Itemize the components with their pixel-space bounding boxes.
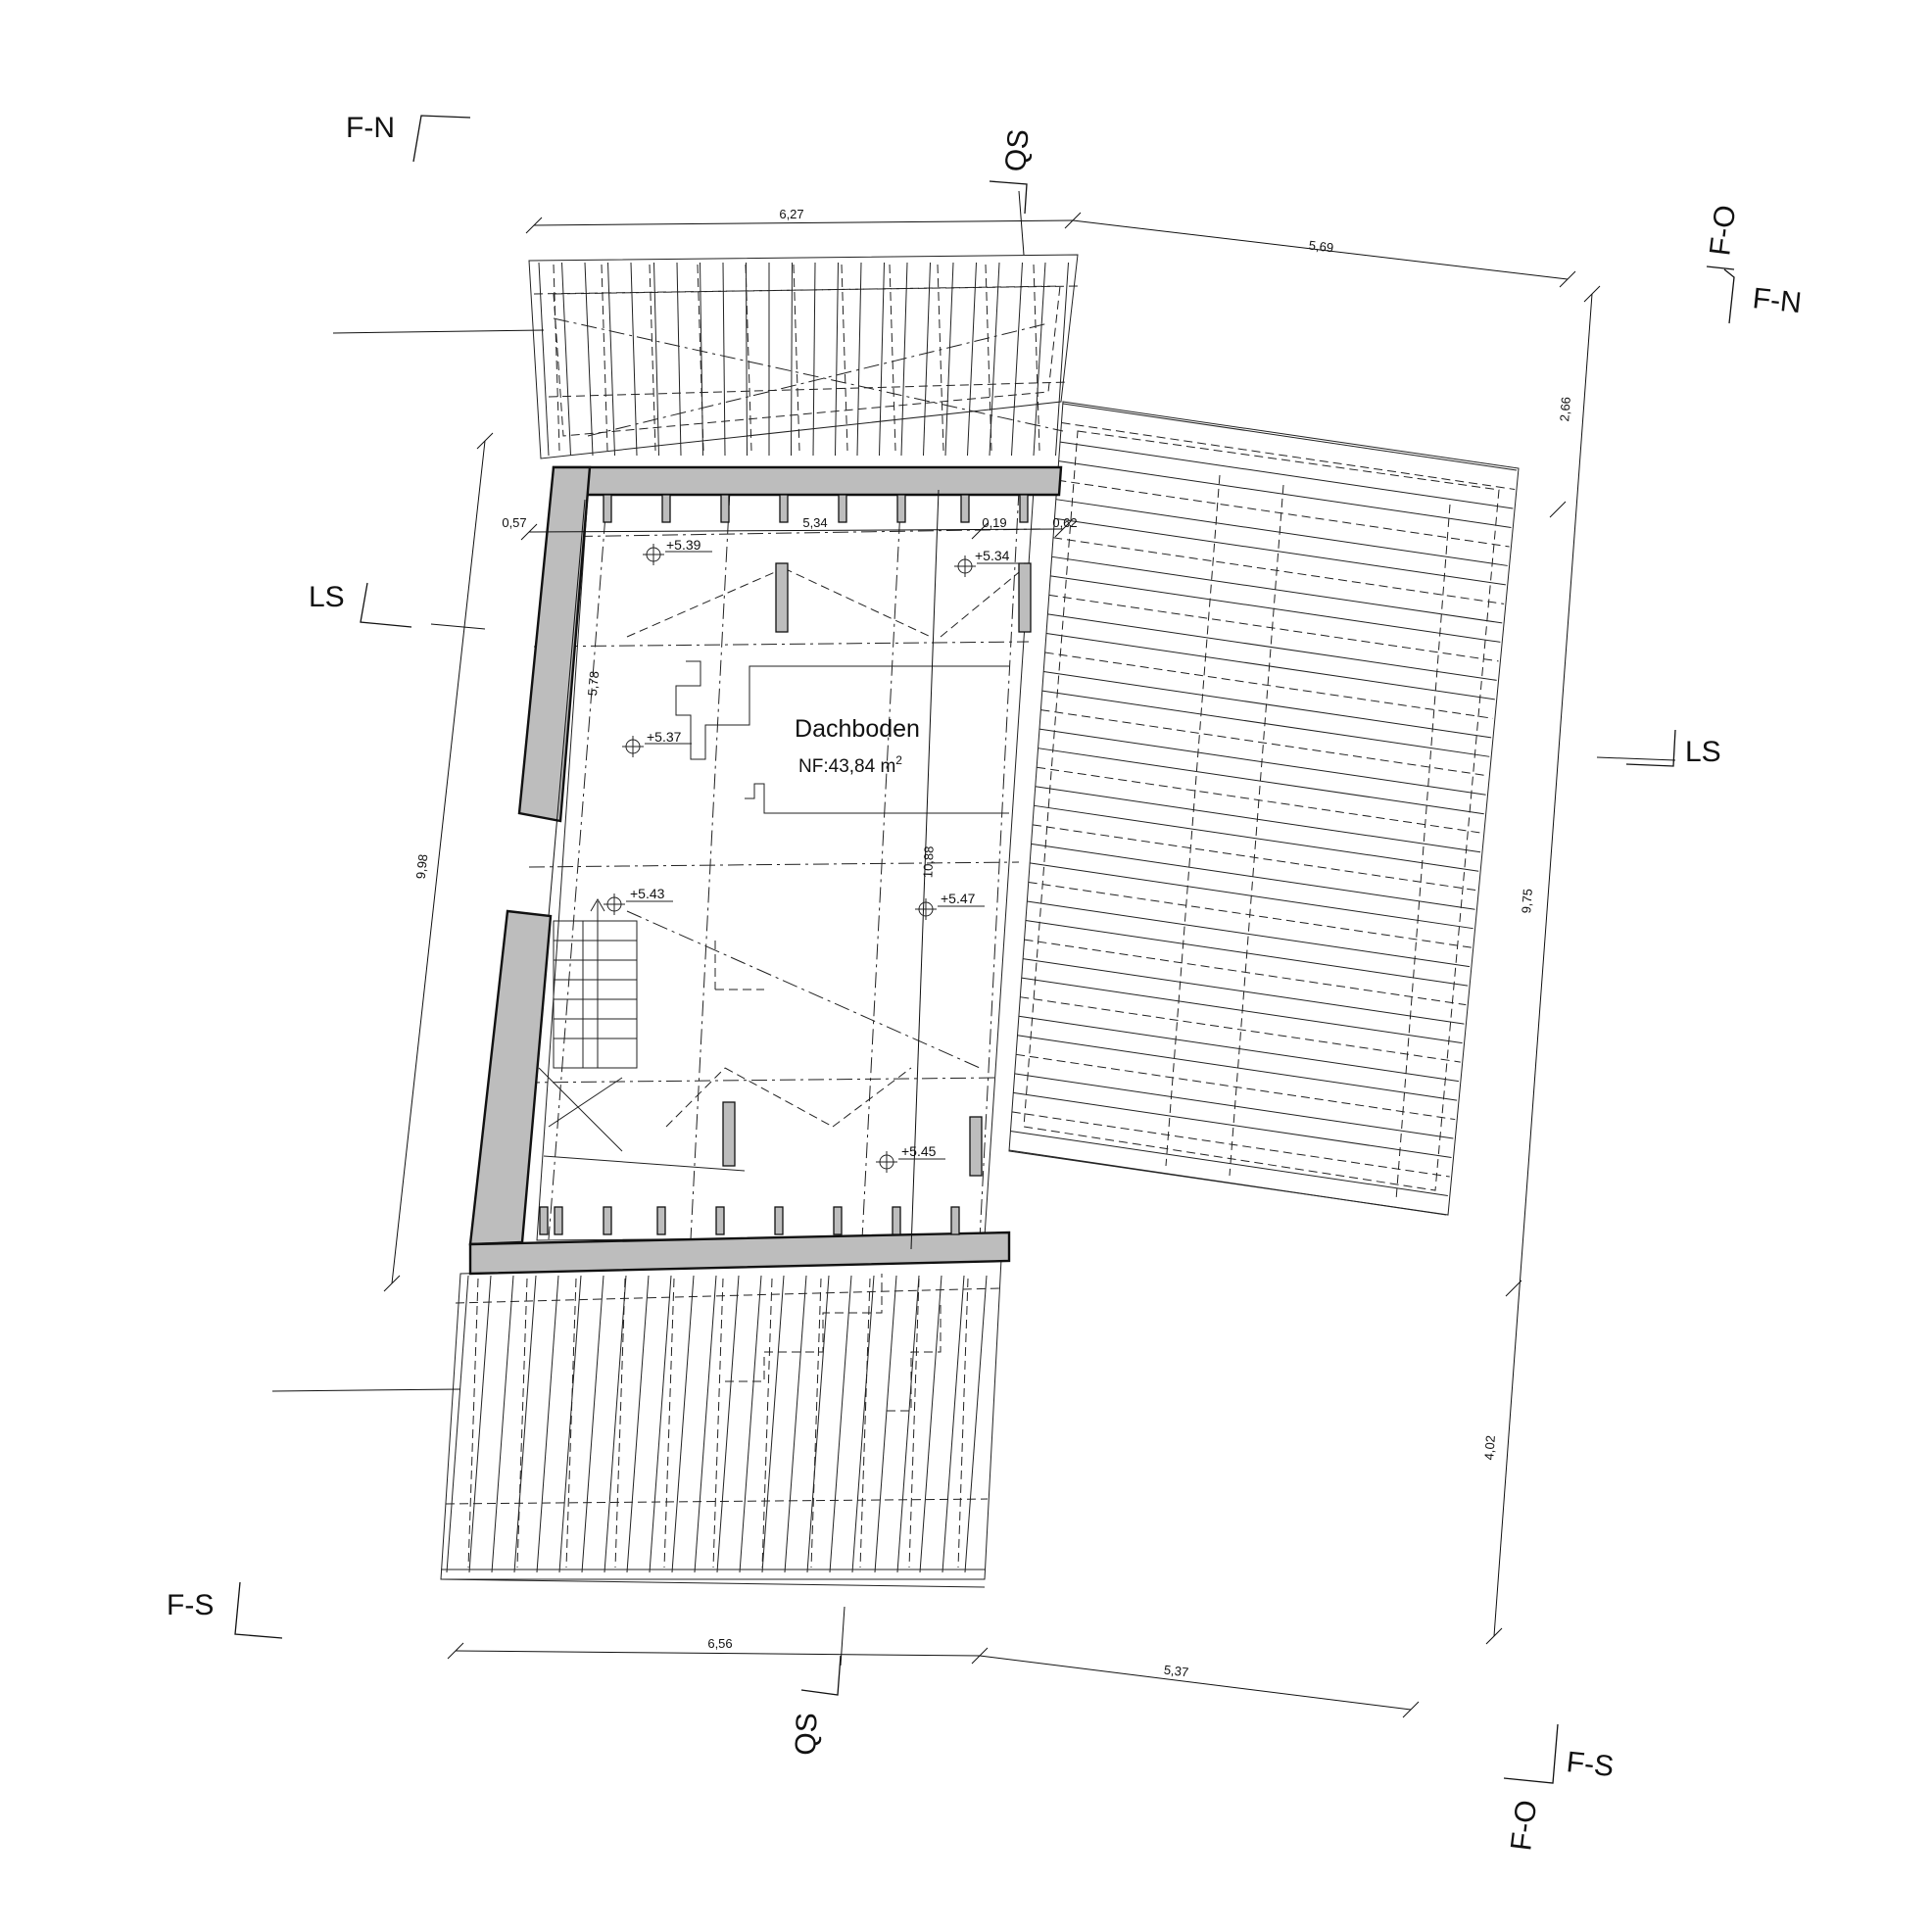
section-marker-qs-bottom: QS xyxy=(790,1713,823,1756)
dim-bottom-right: 5,37 xyxy=(1163,1663,1189,1680)
section-marker-fo-bottom: F-O xyxy=(1505,1799,1543,1853)
dimension-lines: 6,27 5,69 6,56 5,37 9,98 2,66 9,75 4,02 … xyxy=(383,207,1601,1718)
east-roof xyxy=(1008,401,1520,1216)
dim-left-height: 9,98 xyxy=(413,853,431,880)
section-marker-fo-top: F-O xyxy=(1704,204,1742,258)
level-marker-6: +5.45 xyxy=(901,1143,937,1159)
room-area: NF:43,84 m2 xyxy=(798,753,902,777)
dim-inner-mid: 5,34 xyxy=(802,515,827,530)
level-markers: +5.39 +5.34 +5.37 +5.43 +5.47 +5.45 xyxy=(604,537,1024,1173)
section-marker-ls-right: LS xyxy=(1685,736,1721,768)
dim-top-right: 5,69 xyxy=(1308,238,1334,256)
room-area-exponent: 2 xyxy=(895,753,902,767)
walls xyxy=(468,465,1063,1276)
room-name: Dachboden xyxy=(795,715,920,743)
north-wall xyxy=(552,465,1063,497)
level-marker-5: +5.47 xyxy=(941,891,976,906)
level-marker-3: +5.37 xyxy=(647,729,682,745)
level-marker-2: +5.34 xyxy=(975,548,1010,563)
dim-top-left: 6,27 xyxy=(779,207,803,221)
dim-inner-left: 0,57 xyxy=(502,515,526,530)
north-roof xyxy=(528,254,1079,459)
south-wall xyxy=(468,1231,1011,1276)
section-marker-qs-top: QS xyxy=(999,128,1036,173)
dim-right-mid: 9,75 xyxy=(1519,888,1535,913)
section-marker-fn-right: F-N xyxy=(1751,282,1803,319)
room-interior xyxy=(523,489,1041,1241)
dim-bottom-left: 6,56 xyxy=(707,1636,732,1651)
south-roof xyxy=(440,1258,1002,1588)
staircase xyxy=(538,898,746,1172)
section-marker-fn-top: F-N xyxy=(346,112,395,144)
room-area-prefix: NF: xyxy=(798,756,829,777)
level-marker-4: +5.43 xyxy=(630,886,665,901)
level-marker-1: +5.39 xyxy=(666,537,701,553)
room-label: Dachboden NF:43,84 m2 xyxy=(795,715,920,777)
west-wall-upper xyxy=(517,465,592,823)
dim-middle-vertical: 10,88 xyxy=(920,845,936,878)
section-marker-fs-left: F-S xyxy=(167,1589,214,1621)
section-marker-ls-left: LS xyxy=(309,581,345,613)
dim-inner-right-a: 0,19 xyxy=(982,515,1006,530)
dim-right-upper: 2,66 xyxy=(1557,396,1573,421)
west-wall-lower xyxy=(468,909,553,1246)
dim-inner-right-b: 0,62 xyxy=(1052,515,1077,530)
room-area-value: 43,84 m xyxy=(829,756,896,777)
section-markers: F-N F-N F-O QS LS LS F-S QS F-S F-O xyxy=(167,112,1803,1853)
dim-inner-vertical: 5,78 xyxy=(585,670,602,697)
dim-right-lower: 4,02 xyxy=(1481,1434,1498,1460)
section-marker-fs-right: F-S xyxy=(1565,1746,1616,1783)
